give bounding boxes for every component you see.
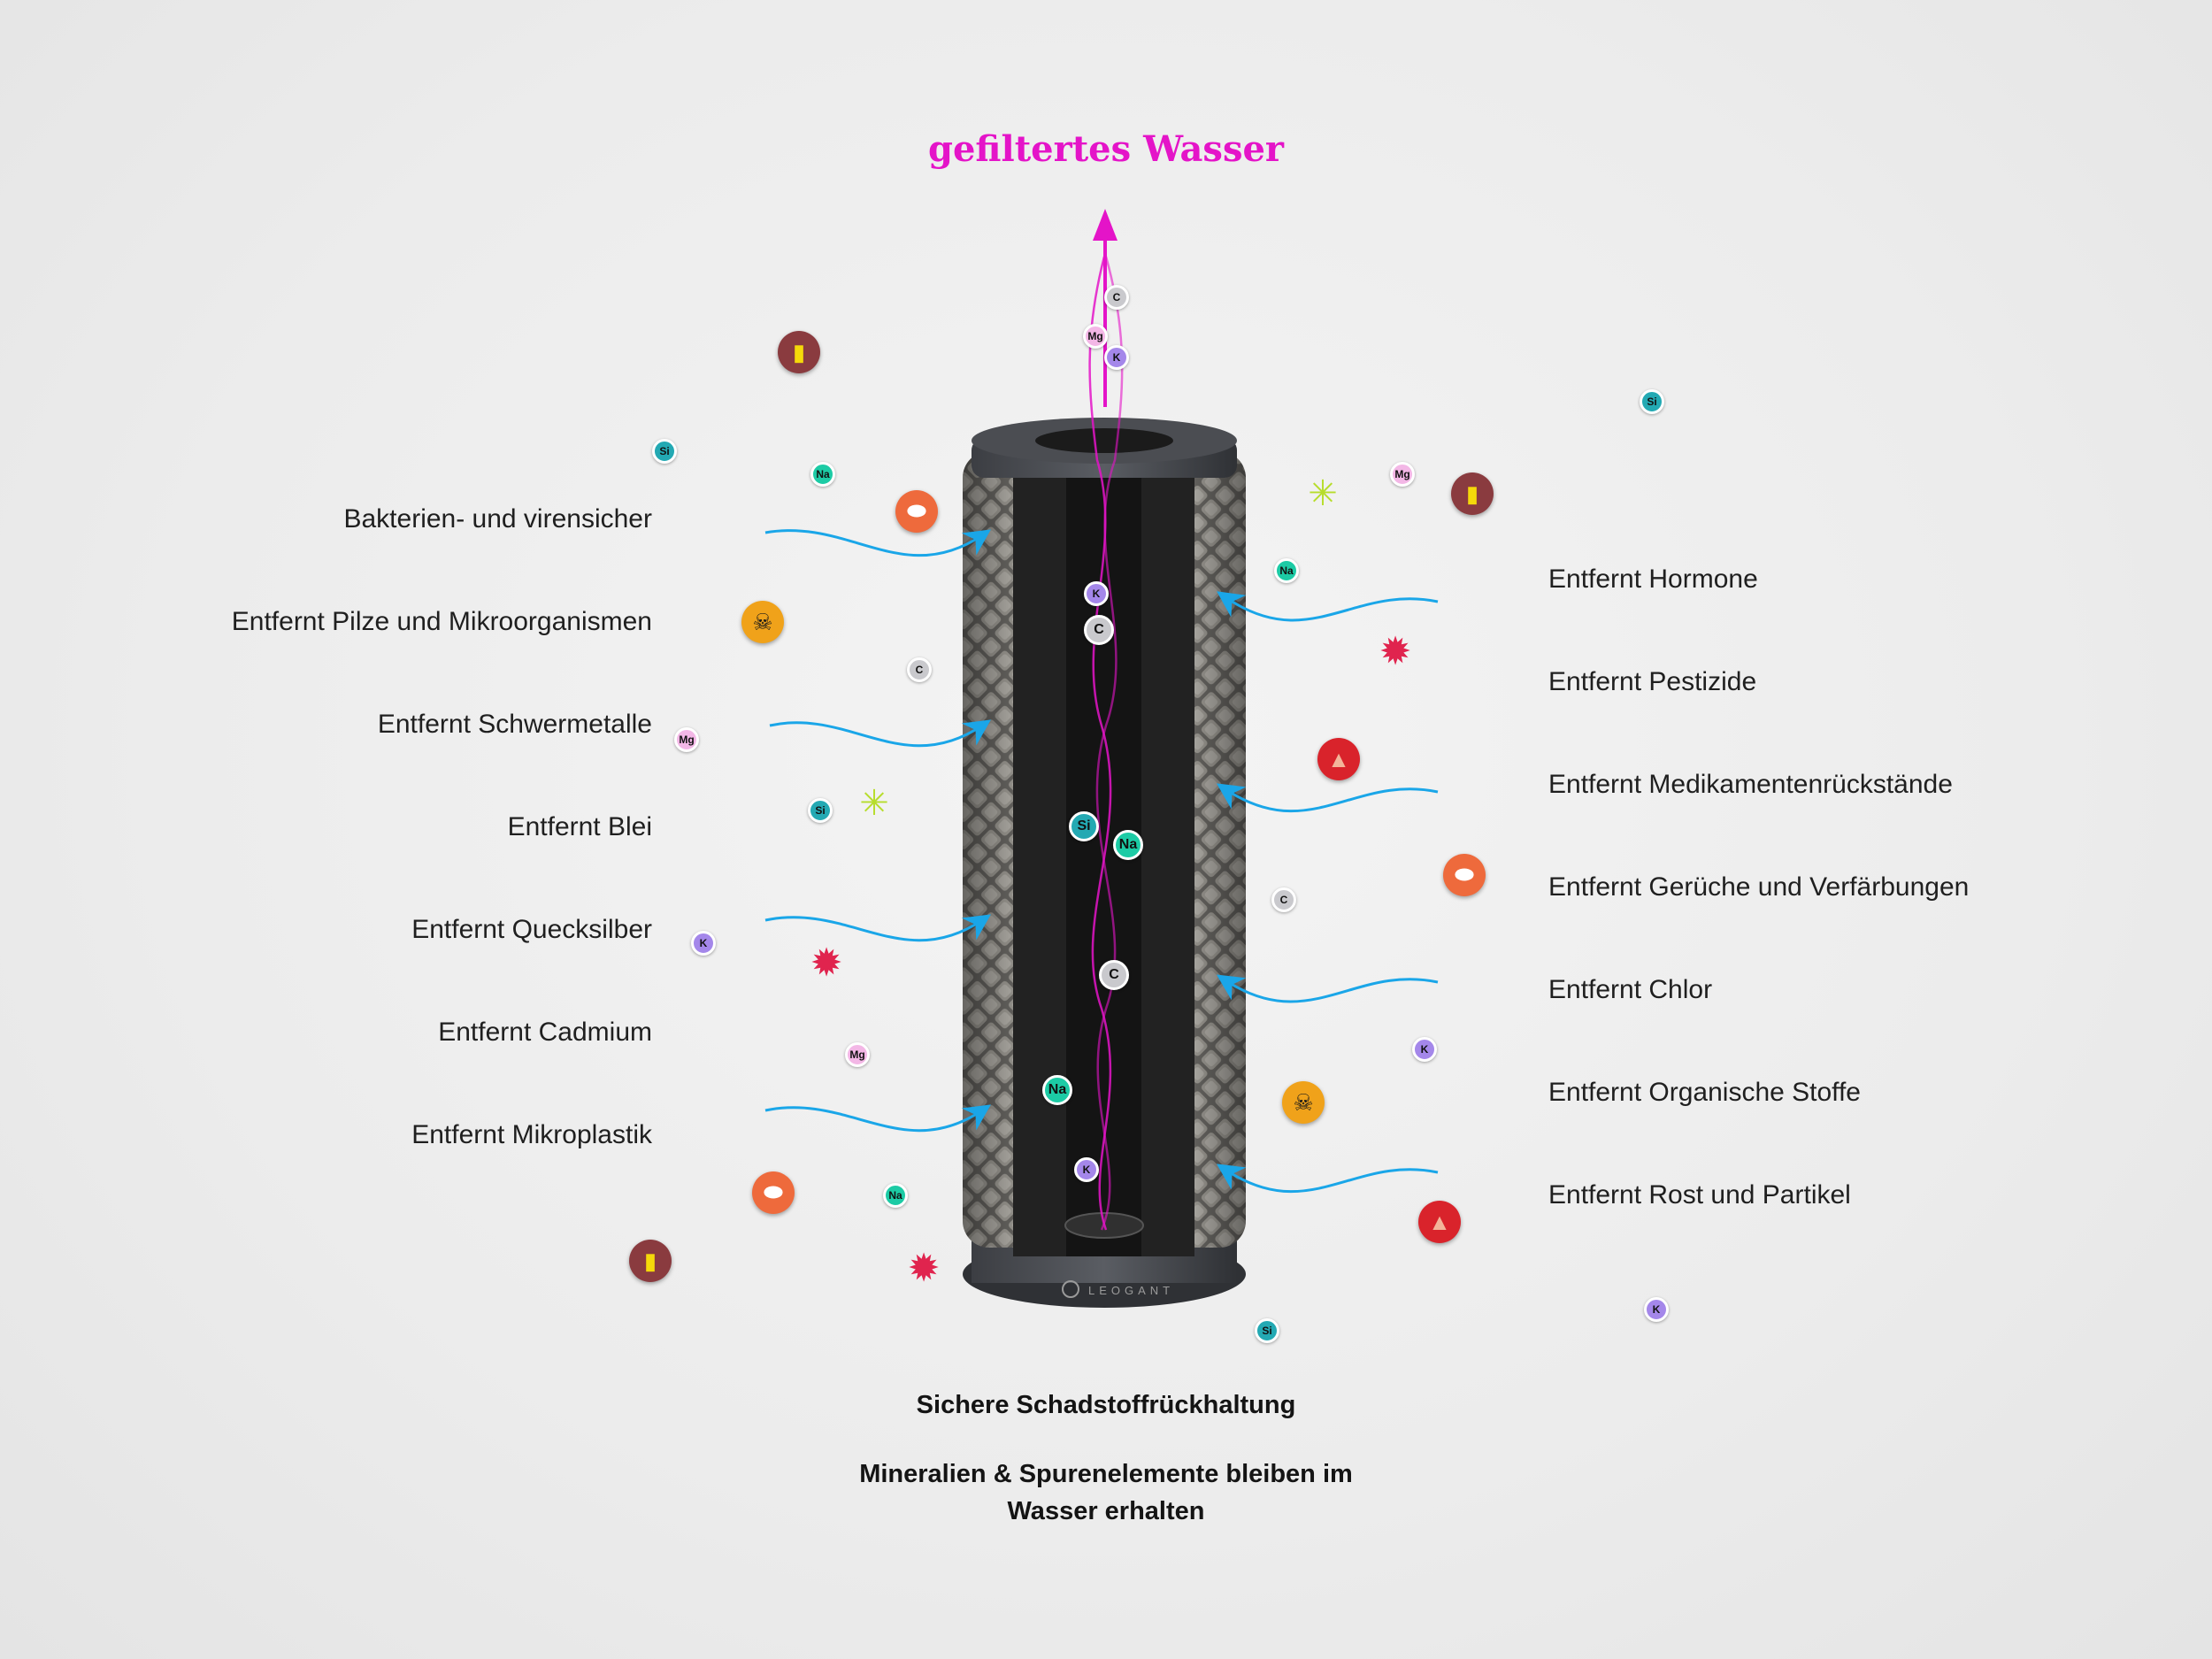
label-bacteria-virus-safe: Bakterien- und virensicher [343, 504, 652, 534]
germ-icon: ✳ [859, 784, 889, 823]
mineral-badge-potassium: K [1644, 1297, 1669, 1322]
mineral-badge-sodium: Na [810, 462, 835, 487]
label-drug-residues: Entfernt Medikamentenrückstände [1548, 770, 1953, 799]
brand-text: LEOGANT [1088, 1284, 1174, 1297]
inflow-arrows-left [764, 529, 991, 1133]
mineral-badge-potassium: K [1084, 581, 1109, 606]
top-opening [1035, 428, 1173, 453]
mineral-badge-sodium: Na [1042, 1075, 1072, 1105]
virus-icon: ✹ [907, 1247, 941, 1290]
mineral-badge-carbon: C [1104, 285, 1129, 310]
label-mercury: Entfernt Quecksilber [411, 915, 652, 944]
brand-logo: LEOGANT [1062, 1280, 1174, 1298]
pill-icon: ⬬ [1443, 854, 1486, 896]
mineral-badge-silicon: Si [1255, 1318, 1279, 1343]
label-cadmium: Entfernt Cadmium [438, 1018, 652, 1047]
mineral-badge-carbon: C [1084, 615, 1114, 645]
mineral-badge-sodium: Na [1274, 558, 1299, 583]
label-pesticides: Entfernt Pestizide [1548, 667, 1757, 696]
skull-icon: ☠ [1282, 1081, 1325, 1124]
mineral-badge-silicon: Si [652, 439, 677, 464]
bottle-icon: ▮ [1451, 472, 1494, 515]
mineral-badge-magnesium: Mg [1083, 324, 1108, 349]
caption-retention: Sichere Schadstoffrückhaltung [916, 1391, 1296, 1419]
mineral-badge-carbon: C [1271, 887, 1296, 912]
label-hormones: Entfernt Hormone [1548, 565, 1758, 594]
label-microplastic: Entfernt Mikroplastik [411, 1120, 652, 1149]
bottle-icon: ▮ [629, 1240, 672, 1282]
mineral-badge-potassium: K [1412, 1037, 1437, 1062]
mineral-badge-silicon: Si [808, 798, 833, 823]
label-rust-particles: Entfernt Rost und Partikel [1548, 1180, 1851, 1210]
label-lead: Entfernt Blei [507, 812, 652, 841]
virus-icon: ✹ [1379, 630, 1412, 673]
label-fungi: Entfernt Pilze und Mikroorganismen [231, 607, 652, 636]
mineral-badge-silicon: Si [1069, 811, 1099, 841]
pill-icon: ⬬ [752, 1171, 795, 1214]
mineral-badge-potassium: K [1074, 1157, 1099, 1182]
mineral-badge-sodium: Na [883, 1183, 908, 1208]
up-arrow-icon [1093, 209, 1118, 407]
pill-icon: ⬬ [895, 490, 938, 533]
bottle-icon: ▮ [778, 331, 820, 373]
mineral-badge-potassium: K [1104, 345, 1129, 370]
mineral-badge-potassium: K [691, 931, 716, 956]
label-chlorine: Entfernt Chlor [1548, 975, 1713, 1004]
page-title: gefiltertes Wasser [928, 128, 1284, 170]
mineral-badge-magnesium: Mg [845, 1042, 870, 1067]
label-heavy-metals: Entfernt Schwermetalle [377, 710, 652, 739]
mineral-badge-carbon: C [907, 657, 932, 682]
inflow-arrows-right [1216, 591, 1439, 1194]
mineral-badge-sodium: Na [1113, 830, 1143, 860]
germ-icon: ✳ [1308, 474, 1338, 513]
caption-minerals: Mineralien & Spurenelemente bleiben im [859, 1460, 1353, 1488]
rust-icon: ▲ [1317, 738, 1360, 780]
mineral-badge-magnesium: Mg [674, 727, 699, 752]
mineral-badge-silicon: Si [1640, 389, 1664, 414]
label-odors-discoloration: Entfernt Gerüche und Verfärbungen [1548, 872, 1970, 902]
skull-icon: ☠ [741, 601, 784, 643]
label-organic-matter: Entfernt Organische Stoffe [1548, 1078, 1861, 1107]
mineral-badge-carbon: C [1099, 960, 1129, 990]
virus-icon: ✹ [810, 941, 843, 985]
mineral-badge-magnesium: Mg [1390, 462, 1415, 487]
caption-minerals-2: Wasser erhalten [1007, 1497, 1205, 1525]
rust-icon: ▲ [1418, 1201, 1461, 1243]
